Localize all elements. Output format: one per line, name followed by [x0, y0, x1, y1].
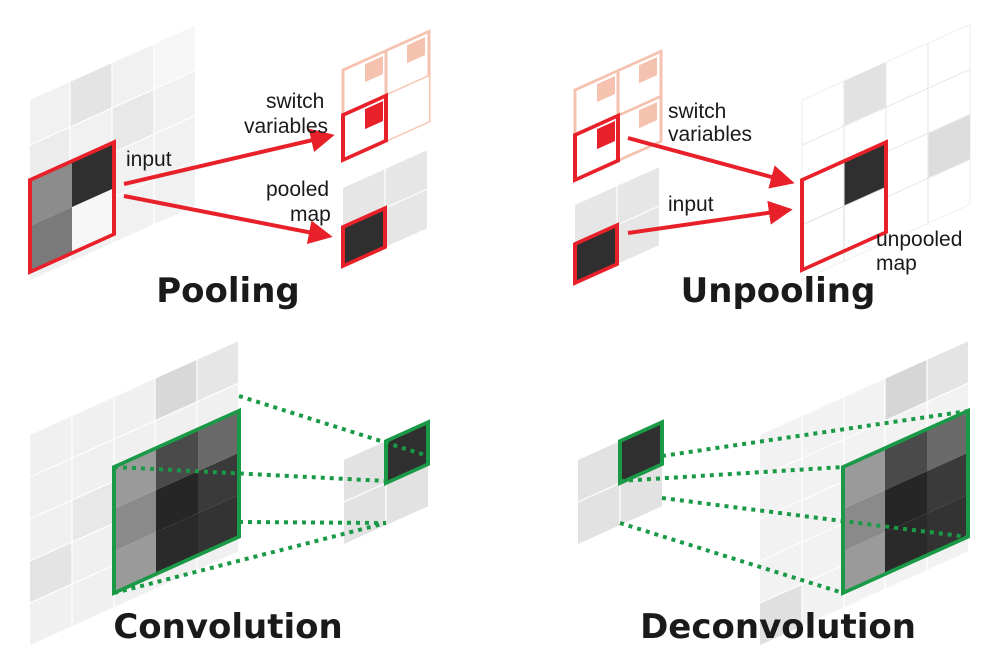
pooling-input-window [28, 139, 116, 275]
unpooled-window [800, 139, 888, 273]
pooling-switch-label-2: variables [244, 115, 328, 138]
deconvolution-panel: Deconvolution [578, 341, 970, 647]
unpooling-switch-label-2: variables [668, 123, 752, 146]
unpooling-arrow-from-switch [627, 136, 795, 189]
unpooling-title: Unpooling [681, 271, 876, 311]
pooled-map [341, 150, 427, 269]
convolution-title: Convolution [113, 607, 342, 647]
convolution-output-map [344, 419, 430, 544]
unpooling-arrow-from-input [627, 200, 793, 235]
unpooled-label-1: unpooled [876, 228, 962, 251]
pooled-label-2: map [290, 203, 331, 226]
pooling-switch-label-1: switch [266, 90, 324, 113]
pooled-label-1: pooled [266, 178, 329, 201]
convolution-panel: Convolution [30, 341, 430, 647]
unpooling-panel: switch variables input unpooled map Unpo… [573, 23, 971, 311]
unpooling-input-map [573, 167, 659, 286]
pooling-panel: input switch variables pooled map Poolin… [28, 25, 431, 311]
deconvolution-input-map [578, 419, 664, 544]
pooling-arrow-to-pooled [123, 194, 333, 245]
unpooling-input-label: input [668, 193, 714, 216]
unpooling-switch-label-1: switch [668, 100, 726, 123]
pooling-arrow-to-switch [123, 128, 335, 186]
pooling-title: Pooling [156, 271, 300, 311]
convolution-projection-lines [113, 394, 429, 595]
deconvolution-projection-lines [619, 409, 969, 595]
unpooled-label-2: map [876, 252, 917, 275]
pooling-input-label: input [126, 148, 172, 171]
pooling-switch-active [341, 76, 429, 163]
unpooling-switch-active [573, 112, 620, 183]
convolution-kernel-window [112, 407, 241, 596]
deconvolution-title: Deconvolution [640, 607, 916, 647]
